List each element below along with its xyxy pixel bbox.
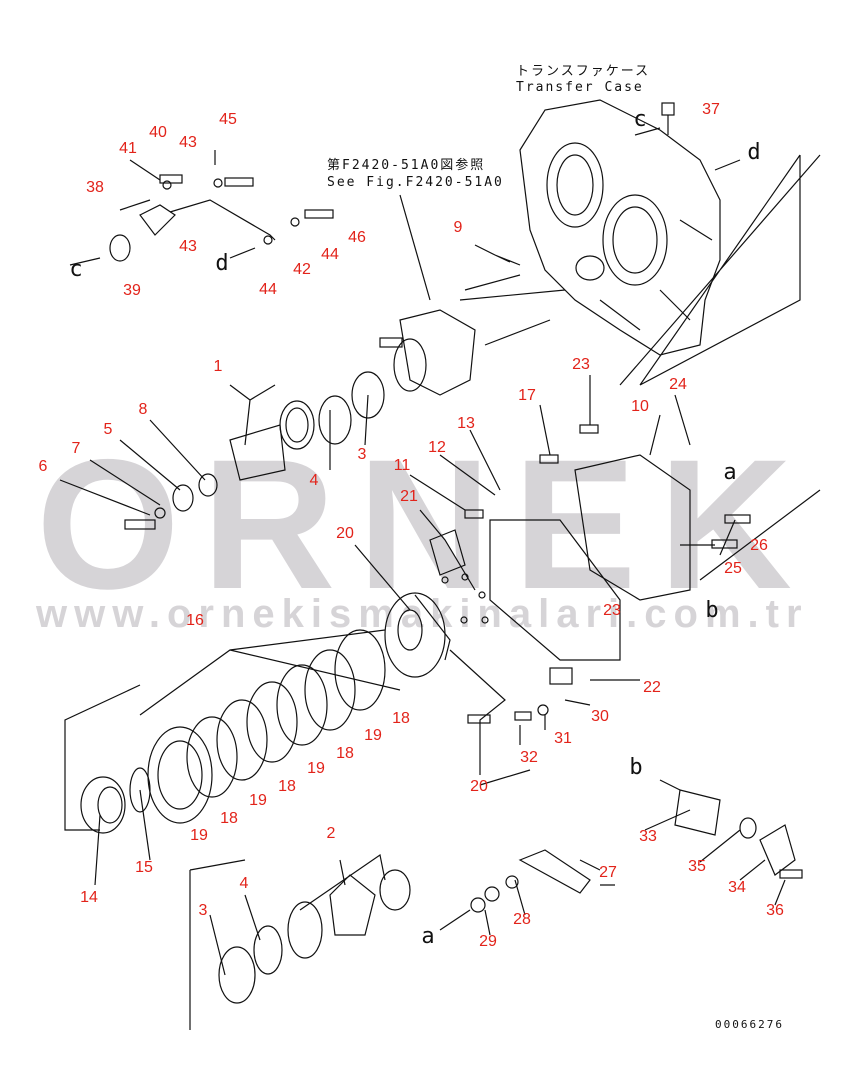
part-callout: 38 — [86, 179, 104, 196]
part-callout: 40 — [149, 124, 167, 141]
part-callout: 3 — [198, 902, 208, 919]
part-callout: 9 — [453, 219, 463, 236]
part-callout: 14 — [80, 889, 98, 906]
part-callout: 19 — [249, 792, 267, 809]
view-letter-d: d — [215, 251, 229, 276]
part-callout: 20 — [470, 778, 488, 795]
part-callout: 46 — [348, 229, 366, 246]
view-letter-a: a — [723, 460, 737, 485]
part-callout: 19 — [364, 727, 382, 744]
part-callout: 12 — [428, 439, 446, 456]
part-callout: 34 — [728, 879, 746, 896]
drawing-number: 00066276 — [715, 1018, 784, 1031]
transfer-case-drawing — [519, 99, 721, 356]
part-callout: 13 — [457, 415, 475, 432]
part-callout: 6 — [38, 458, 48, 475]
see-figure-note-jp: 第F2420-51A0図参照 — [327, 158, 486, 173]
part-callout: 19 — [307, 760, 325, 777]
part-callout: 21 — [400, 488, 418, 505]
part-callout: 20 — [336, 525, 354, 542]
part-callout: 28 — [513, 911, 531, 928]
part-callout: 8 — [138, 401, 148, 418]
part-callout: 45 — [219, 111, 237, 128]
view-letter-c: c — [69, 257, 83, 282]
view-letter-b: b — [705, 598, 719, 623]
part-callout: 15 — [135, 859, 153, 876]
part-callout: 36 — [766, 902, 784, 919]
part-callout: 39 — [123, 282, 141, 299]
part-callout: 10 — [631, 398, 649, 415]
part-callout: 18 — [278, 778, 296, 795]
part-callout: 22 — [643, 679, 661, 696]
view-letter-b: b — [629, 755, 643, 780]
part-callout: 7 — [71, 440, 81, 457]
part-callout: 5 — [103, 421, 113, 438]
part-callout: 35 — [688, 858, 706, 875]
part-callout: 18 — [336, 745, 354, 762]
part-callout: 31 — [554, 730, 572, 747]
part-callout: 44 — [259, 281, 277, 298]
parts-drawings — [80, 174, 803, 1004]
part-callout: 4 — [309, 472, 319, 489]
leader-lines — [59, 127, 821, 1030]
part-callout: 1 — [213, 358, 223, 375]
part-callout: 37 — [702, 101, 720, 118]
transfer-case-label-en: Transfer Case — [516, 80, 644, 95]
part-callout: 44 — [321, 246, 339, 263]
view-letter-d: d — [747, 140, 761, 165]
part-callout: 23 — [572, 356, 590, 373]
part-callout: 18 — [220, 810, 238, 827]
part-callout: 11 — [393, 457, 411, 474]
part-callout: 16 — [186, 612, 204, 629]
view-letter-c: c — [633, 107, 647, 132]
part-callout: 41 — [119, 140, 137, 157]
part-callout: 43 — [179, 134, 197, 151]
clutch-pack — [147, 629, 386, 824]
see-figure-note-en: See Fig.F2420-51A0 — [327, 175, 504, 190]
part-callout: 2 — [326, 825, 336, 842]
part-callout: 17 — [518, 387, 536, 404]
part-callout: 42 — [293, 261, 311, 278]
part-callout: 33 — [639, 828, 657, 845]
transfer-case-label-jp: トランスファケース — [516, 64, 651, 79]
part-callout: 18 — [392, 710, 410, 727]
part-callout: 26 — [750, 537, 768, 554]
part-callout: 19 — [190, 827, 208, 844]
part-callout: 3 — [357, 446, 367, 463]
part-callout: 30 — [591, 708, 609, 725]
part-callout: 29 — [479, 933, 497, 950]
part-callout: 43 — [179, 238, 197, 255]
part-callout: 24 — [669, 376, 687, 393]
part-callout: 32 — [520, 749, 538, 766]
part-callout: 23 — [603, 602, 621, 619]
part-callout: 25 — [724, 560, 742, 577]
view-letter-a: a — [421, 924, 435, 949]
part-callout: 27 — [599, 864, 617, 881]
part-callout: 4 — [239, 875, 249, 892]
